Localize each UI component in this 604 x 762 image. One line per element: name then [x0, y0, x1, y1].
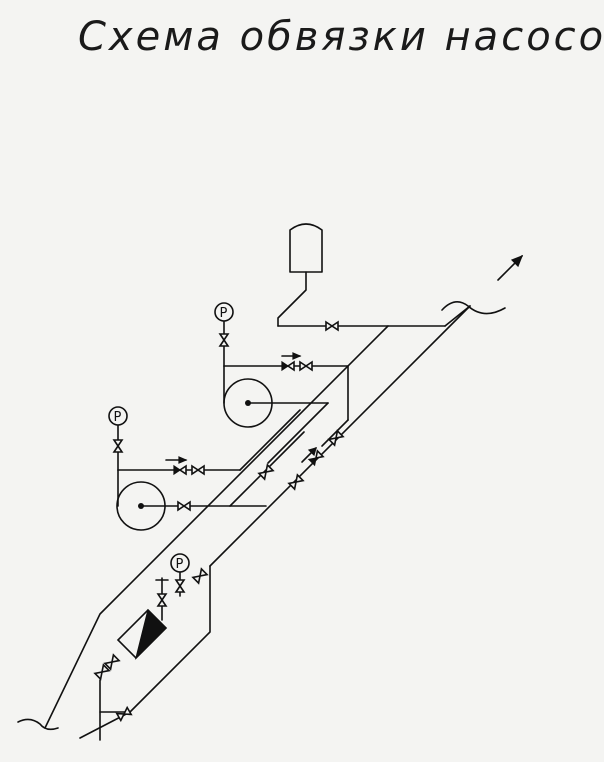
bypass-gate-valve [116, 706, 132, 722]
upper-pressure-gauge: P [214, 302, 234, 322]
upper-flow-arrow [281, 352, 302, 360]
pressure-gauge-label: P [176, 557, 184, 572]
bottom-pressure-gauge: P [170, 553, 190, 597]
lower-check-valve [173, 465, 187, 475]
lower-discharge-gate-valve [191, 465, 205, 475]
lower-gauge-valve [113, 439, 123, 453]
main-header-pipes [44, 305, 471, 741]
header-flow-arrow [301, 447, 317, 463]
lower-suction-gate-valve [177, 501, 191, 511]
upper-pump [223, 317, 349, 464]
tank-line-gate-valve [325, 321, 339, 331]
lower-flow-arrow [165, 456, 188, 464]
bottom-header-gate-valve [192, 568, 208, 584]
supply-outlet [441, 254, 524, 315]
expansion-tank [277, 223, 323, 327]
lower-pump [116, 409, 305, 531]
pressure-gauge-label: P [220, 306, 228, 321]
upper-check-valve [281, 361, 295, 371]
bottom-gauge-valve [175, 579, 185, 593]
upper-gauge-valve [219, 333, 229, 347]
bottom-gate-valve-2 [94, 664, 110, 680]
pressure-gauge-label: P [114, 410, 122, 425]
header-gate-valve-1 [258, 464, 274, 480]
drain-valve [155, 577, 169, 621]
heat-exchanger-unit [116, 608, 168, 660]
header-gate-valve-2 [288, 474, 304, 490]
page-title: Схема обвязки насосов [78, 14, 604, 60]
upper-discharge-gate-valve [299, 361, 313, 371]
return-inlet [17, 718, 59, 731]
lower-pressure-gauge: P [108, 406, 128, 426]
bottom-gate-valve-1 [104, 654, 120, 670]
